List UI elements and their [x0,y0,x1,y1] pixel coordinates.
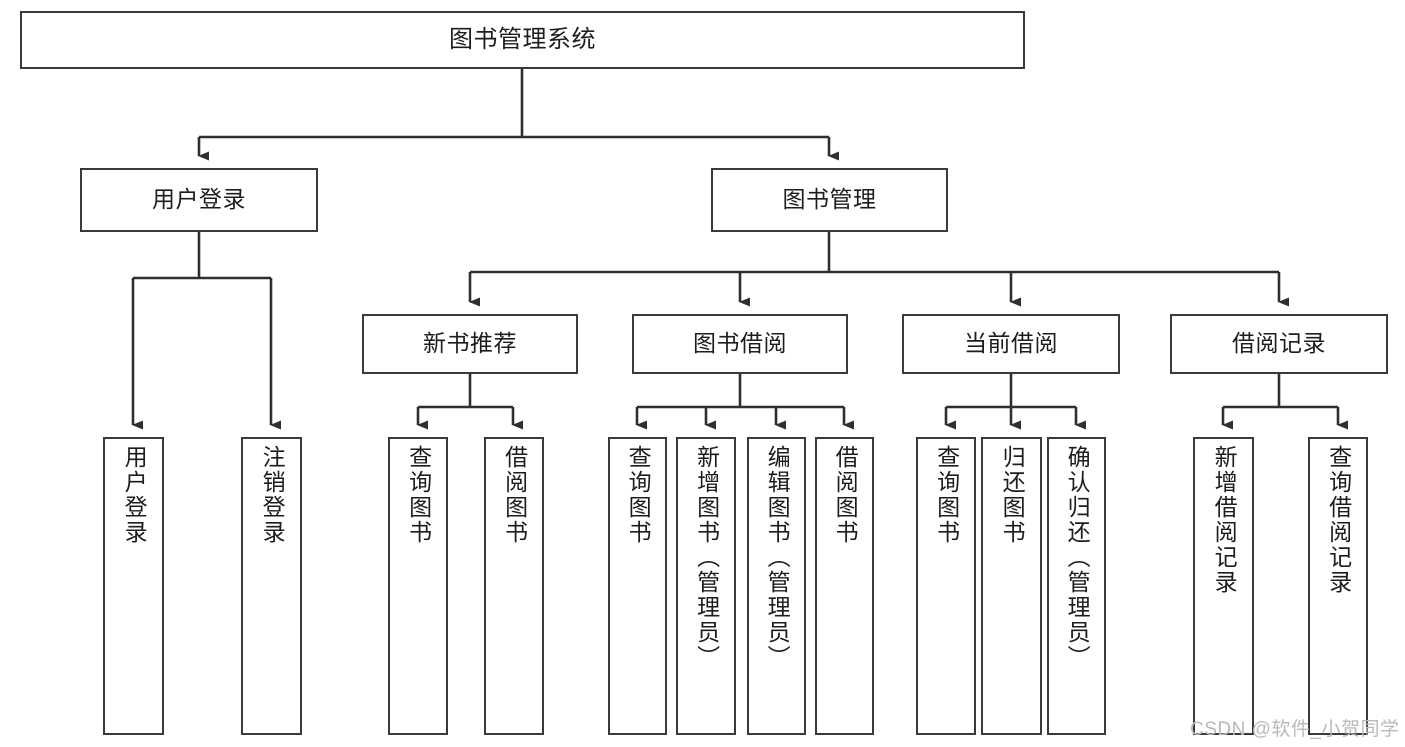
node-label: 新增图书（管理员） [693,445,720,670]
node-label: 用户登录 [121,445,148,545]
node-user-login[interactable]: 用户登录 [80,168,318,232]
leaf-add-book-admin[interactable]: 新增图书（管理员） [676,437,736,735]
node-label: 新书推荐 [423,330,517,357]
leaf-return-book[interactable]: 归还图书 [981,437,1042,735]
node-label: 借阅记录 [1232,330,1326,357]
leaf-query-book-new[interactable]: 查询图书 [388,437,448,735]
node-label: 借阅图书 [501,445,528,545]
node-label: 用户登录 [152,186,246,213]
node-label: 归还图书 [999,445,1026,545]
node-label: 图书借阅 [693,330,787,357]
node-root-system[interactable]: 图书管理系统 [20,11,1025,69]
leaf-confirm-return-admin[interactable]: 确认归还（管理员） [1047,437,1106,735]
node-label: 图书管理系统 [449,25,596,53]
leaf-add-borrow-record[interactable]: 新增借阅记录 [1193,437,1254,735]
leaf-user-logout[interactable]: 注销登录 [241,437,302,735]
leaf-query-book-current[interactable]: 查询图书 [916,437,976,735]
node-label: 注销登录 [259,445,286,545]
node-label: 查询图书 [933,445,960,545]
node-current-borrow[interactable]: 当前借阅 [902,314,1120,374]
watermark: CSDN @软件_小贺同学 [1190,719,1400,740]
node-label: 借阅图书 [832,445,859,545]
node-book-management[interactable]: 图书管理 [711,168,948,232]
node-label: 查询图书 [625,445,652,545]
leaf-query-borrow-record[interactable]: 查询借阅记录 [1308,437,1368,735]
node-label: 新增借阅记录 [1211,445,1238,595]
node-new-book-recommend[interactable]: 新书推荐 [362,314,578,374]
node-label: 确认归还（管理员） [1064,445,1091,670]
node-label: 查询图书 [405,445,432,545]
leaf-borrow-book[interactable]: 借阅图书 [815,437,874,735]
leaf-borrow-book-new[interactable]: 借阅图书 [484,437,544,735]
leaf-edit-book-admin[interactable]: 编辑图书（管理员） [747,437,806,735]
node-label: 编辑图书（管理员） [764,445,791,670]
node-borrow-record[interactable]: 借阅记录 [1170,314,1388,374]
node-label: 查询借阅记录 [1325,445,1352,595]
leaf-user-login[interactable]: 用户登录 [103,437,164,735]
node-book-borrow[interactable]: 图书借阅 [632,314,848,374]
leaf-query-book-borrow[interactable]: 查询图书 [608,437,667,735]
node-label: 当前借阅 [964,330,1058,357]
node-label: 图书管理 [782,186,877,213]
